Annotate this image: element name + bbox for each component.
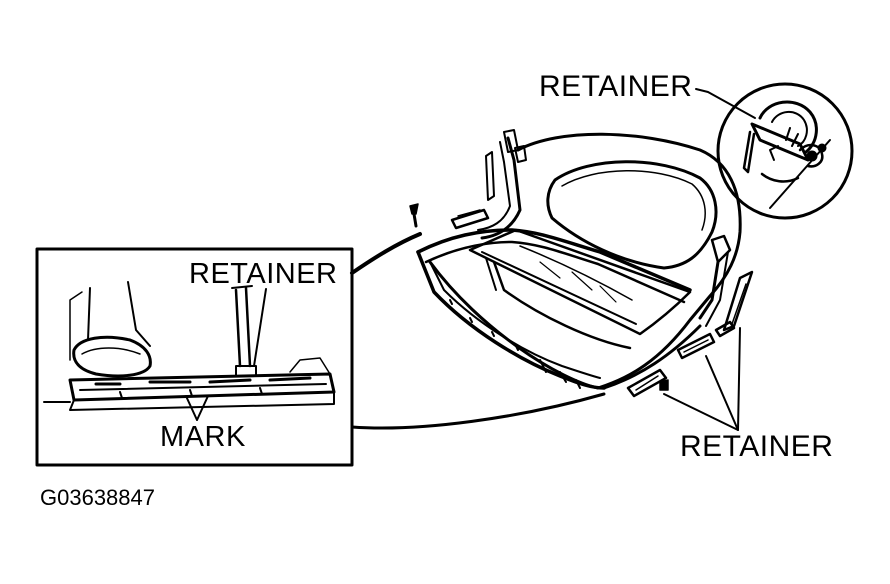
leader-lines <box>185 88 756 431</box>
retainer-label-right: RETAINER <box>680 430 834 463</box>
retainer-strips <box>409 203 754 398</box>
retainer-label-inset: RETAINER <box>189 258 338 290</box>
mark-label: MARK <box>160 421 246 453</box>
detail-circle <box>716 82 854 220</box>
figure-code: G03638847 <box>40 485 155 510</box>
convertible-top-frame <box>416 129 742 390</box>
retainer-label-top: RETAINER <box>539 70 693 103</box>
inset-detail <box>35 247 354 467</box>
